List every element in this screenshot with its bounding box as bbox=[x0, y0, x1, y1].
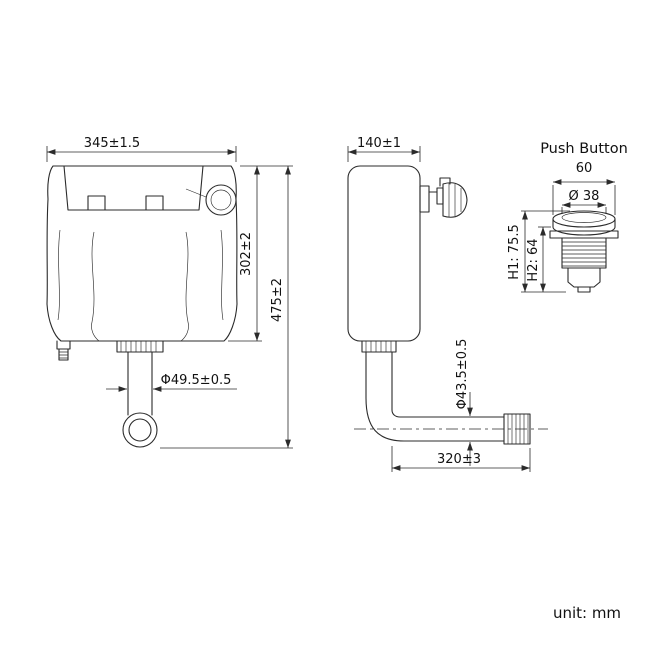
push-button-width-ext-lines bbox=[552, 185, 616, 215]
front-pipe-elbow-inner bbox=[128, 418, 152, 442]
side-tank-outline bbox=[347, 165, 421, 342]
side-actuator-bracket bbox=[419, 185, 430, 213]
front-inlet-leader bbox=[185, 188, 207, 198]
push-button-flange bbox=[549, 230, 619, 239]
side-outlet-collar bbox=[361, 340, 397, 353]
side-actuator-clip bbox=[436, 187, 444, 205]
side-dimensions: 140±1 Φ43.5±0.5 320±3 bbox=[347, 136, 531, 472]
push-button-h2-label: H2: 64 bbox=[526, 238, 541, 281]
push-button-h1-ext-lines bbox=[521, 210, 570, 293]
side-pipe-length-dim-label: 320±3 bbox=[437, 452, 481, 467]
push-button-width-label: 60 bbox=[576, 161, 593, 176]
push-button-detail: Push Button 60 Ø 38 H1: 75.5 H2: 64 bbox=[507, 141, 628, 293]
push-button-face-dia-label: Ø 38 bbox=[569, 189, 600, 204]
push-button-h1-label: H1: 75.5 bbox=[507, 224, 522, 280]
side-actuator-knob-ridges bbox=[448, 183, 462, 217]
push-button-thread-lines bbox=[562, 241, 606, 267]
unit-label: unit: mm bbox=[553, 604, 621, 622]
side-outlet-collar-threads bbox=[365, 341, 392, 352]
side-pipe-dia-label: Φ43.5±0.5 bbox=[455, 339, 470, 410]
front-panel-tab-left bbox=[87, 195, 106, 211]
push-button-thread-body bbox=[561, 237, 607, 269]
push-button-lower-clips bbox=[567, 267, 601, 288]
front-inlet-cap-outer bbox=[205, 184, 237, 216]
front-width-dim-label: 345±1.5 bbox=[84, 136, 140, 151]
front-width-ext-lines bbox=[46, 146, 237, 162]
side-view bbox=[347, 165, 548, 445]
front-view bbox=[46, 165, 238, 448]
front-flush-pipe bbox=[127, 351, 153, 416]
front-rib-right bbox=[180, 231, 189, 342]
front-outlet-dia-label: Φ49.5±0.5 bbox=[161, 373, 232, 388]
front-fill-valve-thread bbox=[58, 348, 69, 361]
side-actuator-top-clip bbox=[439, 177, 451, 187]
front-dimensions: 345±1.5 302±2 475±2 Φ49.5±0.5 bbox=[46, 136, 293, 449]
front-access-panel bbox=[63, 165, 204, 211]
push-button-cap-face bbox=[561, 212, 607, 223]
front-panel-tab-right bbox=[145, 195, 164, 211]
front-outlet-collar-threads bbox=[120, 341, 157, 352]
side-pipe-outer-edge bbox=[365, 351, 505, 442]
front-fill-valve-thread-lines bbox=[59, 351, 68, 359]
front-pipe-elbow-outer bbox=[122, 412, 158, 448]
side-depth-dim-label: 140±1 bbox=[357, 136, 401, 151]
push-button-cap-side bbox=[552, 218, 616, 228]
push-button-cap-underside bbox=[552, 226, 616, 236]
front-total-height-dim-label: 475±2 bbox=[270, 278, 285, 322]
front-rib-edge-left bbox=[57, 229, 61, 321]
push-button-title: Push Button bbox=[540, 141, 628, 157]
front-fill-valve bbox=[56, 340, 71, 350]
side-pipe-inner-edge bbox=[391, 351, 505, 418]
front-tank-height-ext-lines bbox=[228, 165, 293, 342]
front-rib-edge-right bbox=[220, 229, 224, 321]
side-actuator-knob bbox=[442, 182, 468, 218]
front-tank-height-dim-label: 302±2 bbox=[239, 232, 254, 276]
front-rib-left bbox=[91, 231, 100, 342]
front-inlet-cap-inner bbox=[210, 189, 232, 211]
push-button-bottom-stub bbox=[577, 286, 591, 293]
push-button-cap-outer bbox=[552, 210, 616, 228]
front-outlet-collar bbox=[116, 340, 164, 353]
